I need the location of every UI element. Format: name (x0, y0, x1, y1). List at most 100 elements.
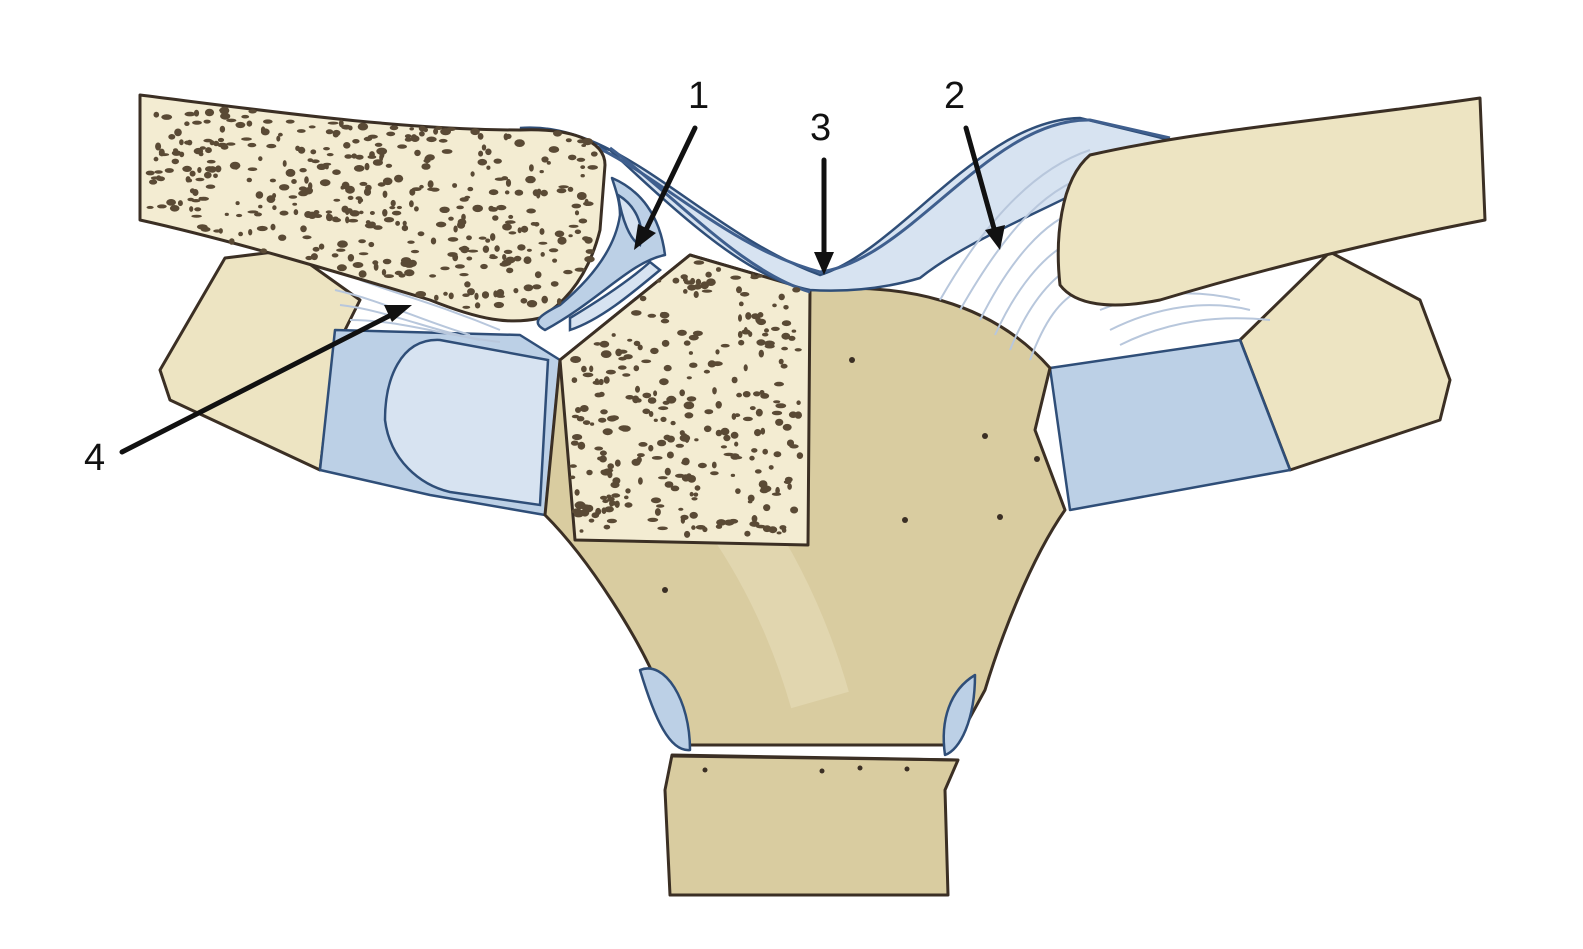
bone-pore (467, 186, 474, 192)
bone-pore (550, 281, 559, 287)
bone-pore (513, 255, 522, 262)
bone-pore (768, 465, 774, 470)
bone-pore (200, 226, 211, 232)
label-4: 4 (84, 437, 105, 479)
bone-pore (574, 229, 582, 235)
bone-pore (653, 418, 658, 422)
bone-pore (426, 136, 437, 143)
bone-pore (407, 259, 417, 267)
bone-pore (600, 409, 608, 415)
bone-pore (270, 223, 276, 231)
callout-arrow-1 (634, 125, 698, 250)
bone-pore (157, 204, 167, 209)
bone-pore (783, 305, 789, 310)
bone-pore (637, 453, 645, 458)
bone-pore (753, 391, 761, 397)
bone-pore (637, 344, 643, 351)
bone-pore (574, 267, 586, 272)
bone-pore (611, 493, 621, 498)
bone-pore (743, 327, 748, 335)
callout-arrow-2 (963, 125, 1005, 250)
bone-pore (749, 406, 756, 411)
bone-pore (690, 277, 696, 285)
bone-pore (656, 504, 665, 508)
bone-pore (529, 164, 534, 172)
bone-pore (336, 264, 347, 272)
bone-pore (586, 469, 593, 476)
bone-pore (612, 477, 621, 485)
bone-pore (161, 114, 173, 120)
bone-pore (288, 195, 298, 199)
bone-pore (298, 186, 307, 191)
bone-pore (213, 173, 218, 179)
bone-pore (368, 241, 375, 248)
bone-pore (296, 129, 306, 133)
bone-pore (568, 154, 577, 161)
bone-pore (272, 193, 277, 199)
bone-pore (683, 401, 695, 410)
bone-pore (744, 530, 751, 537)
bone-pore (229, 238, 235, 245)
bone-pore (751, 515, 758, 523)
bone-pore (480, 263, 488, 270)
bone-pore (749, 521, 760, 527)
bone-pore (778, 358, 784, 365)
bone-pore (792, 287, 801, 293)
bone-pore (325, 210, 333, 214)
bone-pore (638, 477, 643, 485)
bone-pore (684, 530, 691, 538)
bone-pore (585, 249, 595, 254)
bone-pore (292, 202, 298, 206)
bone-pore (590, 422, 595, 426)
bone-pore (715, 429, 723, 437)
bone-pore (310, 253, 318, 261)
bone-pore (780, 363, 788, 369)
bone-pore (659, 311, 670, 319)
bone-pore (693, 492, 699, 497)
bone-pore (541, 295, 548, 304)
bone-pore (219, 106, 230, 115)
bone-pore (591, 512, 600, 519)
bone-pore (740, 292, 750, 297)
bone-pore (205, 147, 212, 154)
bone-pore (661, 339, 670, 347)
bone-pore (602, 499, 609, 504)
bone-pore (517, 227, 522, 234)
bone-pore (226, 118, 237, 123)
bone-pore (606, 518, 618, 524)
bone-pore (520, 225, 529, 233)
bone-pore (581, 365, 587, 373)
bone-pore (754, 429, 762, 437)
bone-pore (775, 403, 787, 409)
bone-pore (195, 177, 205, 182)
bone-pore (664, 467, 671, 476)
bone-pore (248, 109, 257, 114)
bone-pore (285, 119, 295, 124)
bone-pore (514, 189, 524, 196)
bone-pore (189, 188, 196, 194)
bone-pore (704, 409, 714, 415)
bone-pore (720, 445, 728, 449)
bone-pore (701, 289, 713, 293)
bone-pore (404, 134, 412, 139)
bone-pore (389, 125, 399, 131)
bone-pore (579, 405, 589, 412)
bone-pore (563, 269, 573, 275)
bone-pore (781, 527, 787, 533)
bone-pore (316, 163, 327, 170)
bone-pore (594, 446, 604, 451)
bone-pore (256, 225, 268, 232)
bone-pore (336, 248, 346, 252)
bone-pore (310, 149, 317, 155)
bone-pore (383, 217, 395, 223)
bone-pore (764, 328, 769, 333)
bone-pore (734, 441, 739, 447)
bone-pore (419, 131, 425, 137)
bone-pore (514, 139, 525, 148)
bone-pore (276, 135, 281, 142)
bone-pore (377, 182, 386, 187)
bone-pore (583, 201, 594, 206)
bone-pore (692, 330, 703, 336)
bone-pore (589, 365, 594, 373)
bone-pore (711, 461, 717, 469)
